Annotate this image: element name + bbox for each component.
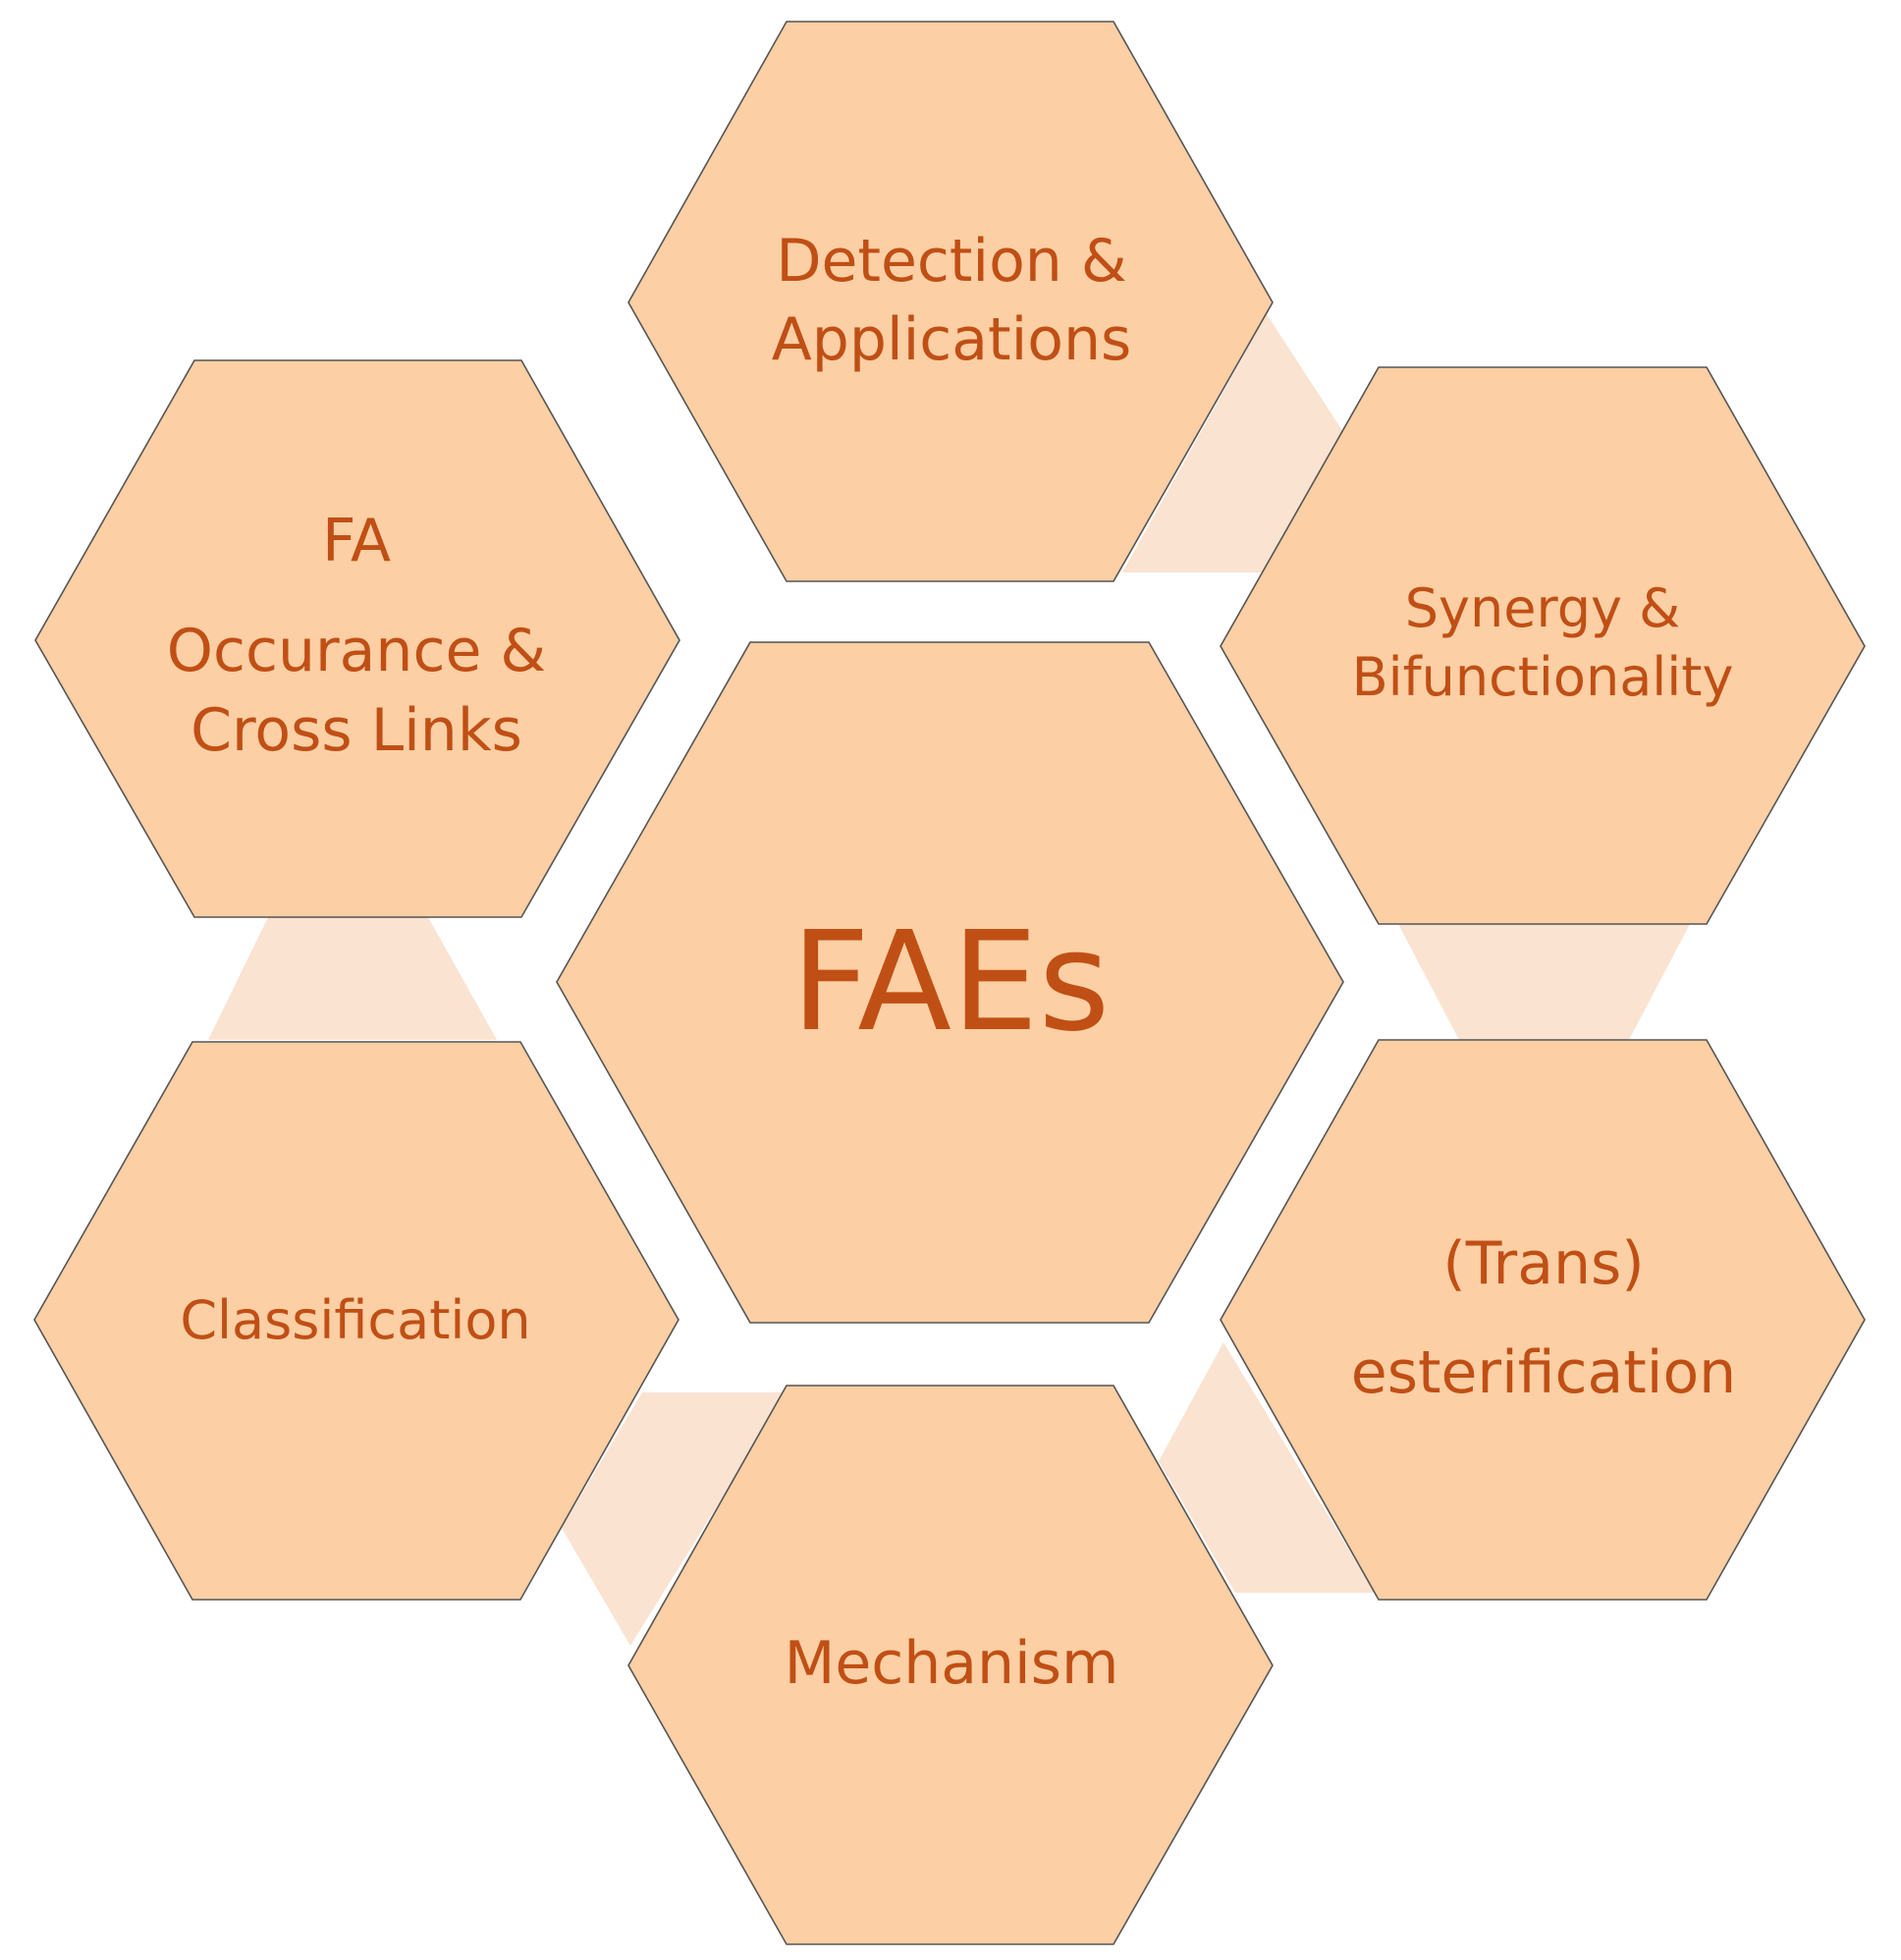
label-center: FAEs	[791, 902, 1111, 1062]
label-synergy-line-0: Synergy &	[1405, 577, 1680, 639]
label-classification-line-0: Classification	[180, 1289, 530, 1351]
label-occurance: FA Occurance & Cross Links	[167, 507, 546, 765]
label-mechanism: Mechanism	[785, 1629, 1119, 1698]
label-occurance-line-1: Occurance &	[167, 617, 546, 685]
label-mechanism-line-0: Mechanism	[785, 1629, 1119, 1698]
label-trans-line-1: esterification	[1351, 1338, 1736, 1407]
hexagon-mechanism[interactable]	[627, 1385, 1274, 1945]
label-detection-line-0: Detection &	[776, 227, 1126, 296]
label-occurance-line-0: FA	[322, 507, 391, 575]
hexagon-occurance[interactable]	[34, 359, 680, 918]
label-trans-line-0: (Trans)	[1442, 1229, 1644, 1298]
hexagons	[33, 21, 1866, 1945]
connector-synergy-trans	[1398, 924, 1690, 1040]
hexagon-detection[interactable]	[627, 21, 1274, 582]
label-detection-line-1: Applications	[772, 305, 1132, 374]
label-occurance-line-2: Cross Links	[190, 696, 522, 765]
hexagon-synergy[interactable]	[1220, 366, 1866, 925]
connectors	[208, 314, 1690, 1646]
label-synergy: Synergy & Bifunctionality	[1352, 577, 1734, 708]
label-classification: Classification	[180, 1289, 530, 1351]
connector-trans-mechanism	[1159, 1342, 1375, 1593]
label-center-line-0: FAEs	[791, 902, 1111, 1062]
labels: Detection & Applications Synergy & Bifunct…	[167, 227, 1736, 1698]
connector-detection-synergy	[1122, 314, 1343, 572]
hexagon-center[interactable]	[556, 641, 1344, 1324]
label-synergy-line-1: Bifunctionality	[1352, 646, 1734, 708]
connector-classification-occurance	[208, 917, 497, 1040]
hexagon-classification[interactable]	[33, 1041, 679, 1601]
label-detection: Detection & Applications	[772, 227, 1132, 374]
connector-mechanism-classification	[562, 1392, 788, 1646]
label-trans: (Trans) esterification	[1351, 1229, 1736, 1407]
hexagon-trans[interactable]	[1220, 1039, 1866, 1601]
